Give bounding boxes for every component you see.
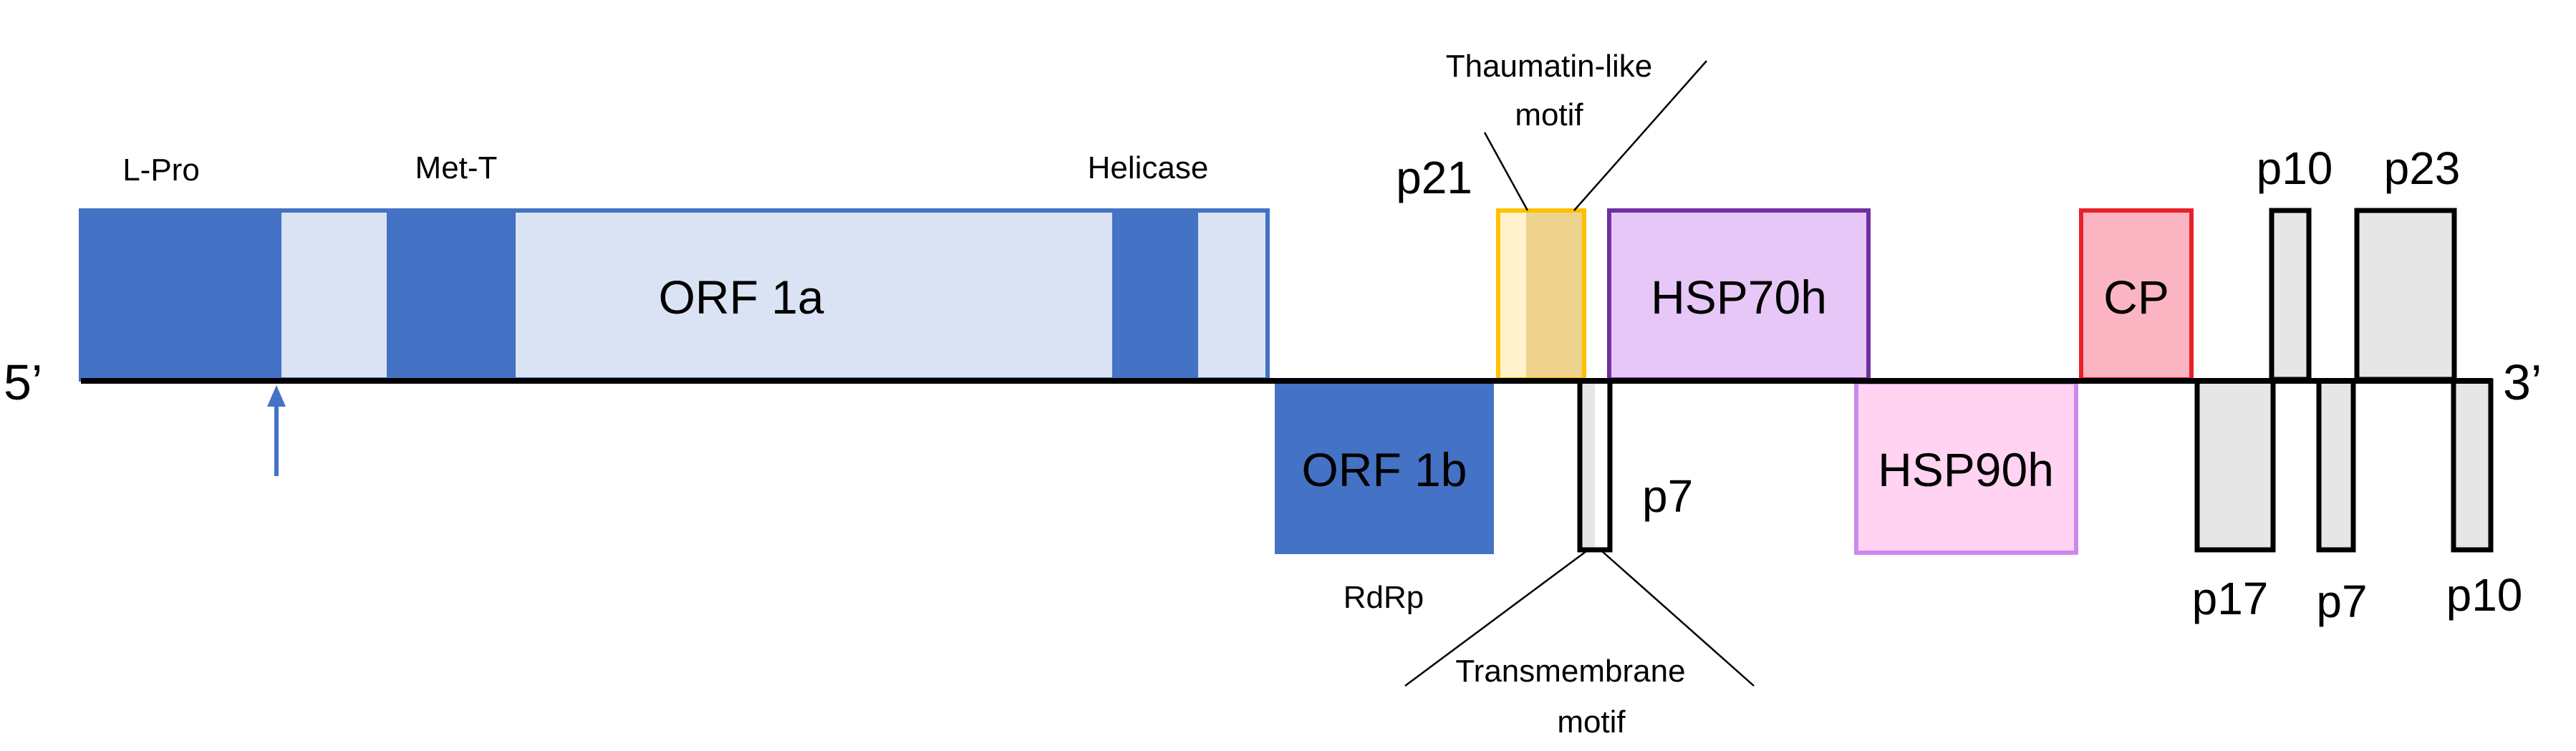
helicase-label: Helicase [1088,150,1209,185]
p10-top-label: p10 [2257,142,2333,194]
thaumatin-pointer-left [1483,132,1529,211]
mett-domain [387,210,516,379]
thaumatin-pointer-right [1573,60,1707,211]
p7-right-label: p7 [2316,576,2367,627]
orf1b-label: ORF 1b [1301,443,1467,496]
transmembrane-pointer-right [1601,551,1755,687]
p7-left-label: p7 [1642,470,1693,522]
p10-bottom-label: p10 [2446,569,2523,621]
transmembrane-pointer-left [1404,550,1587,687]
transmembrane-motif-label-line2: motif [1557,704,1626,740]
p10-top-block [2269,208,2312,382]
three-prime-end-label: 3’ [2503,354,2542,410]
helicase-domain [1112,210,1198,379]
transmembrane-motif-region [1595,384,1607,547]
p10-bottom-block [2451,378,2494,553]
lpro-domain [81,210,281,379]
p23-label: p23 [2384,142,2461,194]
mett-label: Met-T [415,150,498,185]
p7-left-block [1577,378,1613,553]
thaumatin-motif-label-line2: motif [1515,97,1583,132]
thaumatin-motif-region [1526,213,1582,377]
cp-label: CP [2103,271,2169,324]
orf1a-label: ORF 1a [658,271,824,324]
orf1a-block: ORF 1a [79,208,1270,382]
p21-block [1496,208,1586,382]
rdrp-label: RdRp [1344,580,1424,615]
hsp70h-label: HSP70h [1651,271,1827,324]
orf1b-block [1275,382,1494,554]
p23-block [2354,208,2457,382]
p7-right-block [2316,378,2356,553]
p17-block [2194,378,2276,553]
transmembrane-motif-label-line1: Transmembrane [1455,654,1685,689]
cleavage-arrow-icon [267,385,286,476]
p17-label: p17 [2192,573,2269,624]
lpro-label: L-Pro [122,152,200,188]
cp-block [2079,208,2194,382]
p21-label: p21 [1396,152,1472,203]
hsp90h-block [1854,380,2078,555]
thaumatin-motif-label-line1: Thaumatin-like [1446,49,1653,84]
hsp90h-label: HSP90h [1878,443,2054,496]
hsp70h-block [1607,208,1871,382]
five-prime-end-label: 5’ [4,354,42,410]
